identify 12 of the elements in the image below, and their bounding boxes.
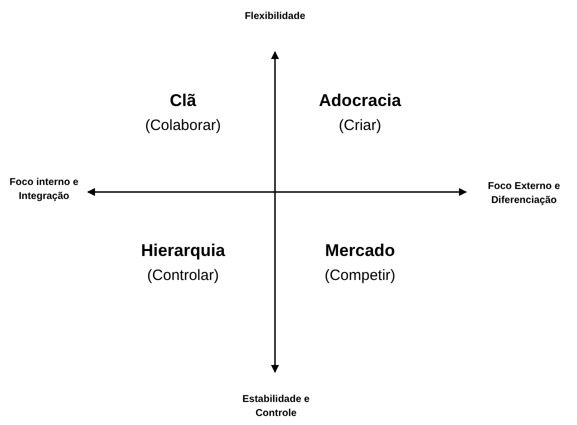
quadrant-title: Clã xyxy=(170,90,196,112)
quadrant-subtitle: (Criar) xyxy=(338,116,382,136)
quadrant-title: Adocracia xyxy=(318,90,402,112)
quadrant-title: Hierarquia xyxy=(140,240,226,262)
axis-label: Foco interno e Integração xyxy=(9,176,79,203)
quadrant-subtitle: (Controlar) xyxy=(147,266,219,286)
axis-label: Estabilidade e Controle xyxy=(241,393,311,420)
quadrant-subtitle: (Colaborar) xyxy=(145,116,221,136)
quadrant-title: Mercado xyxy=(325,240,395,262)
quadrant-subtitle: (Competir) xyxy=(324,266,396,286)
axis-label: Foco Externo e Diferenciação xyxy=(486,180,562,207)
axis-label: Flexibilidade xyxy=(244,10,306,24)
